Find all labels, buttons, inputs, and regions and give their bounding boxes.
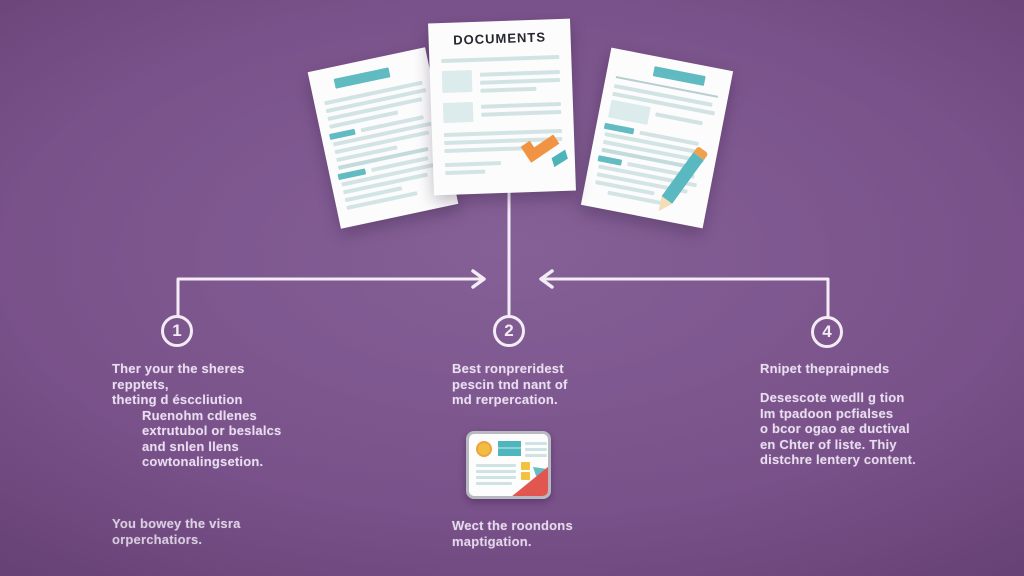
text-line: cowtonalingsetion. (142, 454, 264, 469)
step-circle-2: 2 (493, 315, 525, 347)
step-circle-4: 4 (811, 316, 843, 348)
doc-left-header-bar (333, 67, 391, 89)
thumbnail-teal-block (498, 441, 521, 456)
text-line: pescin tnd nant of (452, 376, 568, 392)
text-line: o bcor ogao ae ductival (760, 421, 910, 436)
text-line: en Chter of liste. Thiy (760, 436, 897, 452)
step-2-footer: Wect the roondons maptigation. (452, 518, 573, 549)
text-line: Desescote wedll g tion (760, 390, 905, 405)
text-line: maptigation. (452, 533, 532, 549)
text-line: distchre lentery content. (760, 452, 916, 467)
text-line: repptets, (112, 376, 169, 392)
text-line: theting d ésccliution (112, 392, 243, 407)
text-line: Ther your the sheres (112, 361, 245, 376)
step-circle-1: 1 (161, 315, 193, 347)
right-elbow-line (541, 277, 830, 318)
step-1-number: 1 (172, 321, 182, 340)
left-arrowhead (539, 269, 554, 289)
text-line: extrutubol or beslalcs (142, 423, 282, 438)
step-4-paragraph: Desescote wedll g tion Im tpadoon pcfial… (760, 390, 916, 468)
text-line: md rerpercation. (452, 392, 558, 407)
thumbnail-teal-flag (533, 467, 545, 478)
doc-right-header-bar (652, 66, 706, 86)
text-line: You bowey the visra (112, 516, 241, 531)
step-4-heading: Rnipet thepraipneds (760, 361, 890, 376)
thumbnail-sun-circle (476, 441, 492, 457)
text-line: and snlen llens (142, 438, 239, 454)
step-1-paragraph: Ther your the sheres repptets, theting d… (112, 361, 282, 470)
step-4-number: 4 (822, 322, 832, 341)
step-2-paragraph: Best ronpreridest pescin tnd nant of md … (452, 361, 568, 408)
checkmark-icon (510, 127, 575, 183)
text-line: Best ronpreridest (452, 361, 564, 376)
right-arrowhead (471, 269, 486, 289)
image-thumbnail-icon (466, 431, 551, 499)
step-2-number: 2 (504, 321, 514, 340)
checkmark-teal-accent (551, 149, 568, 168)
text-line: Ruenohm cdlenes (142, 407, 257, 423)
text-line: orperchatiors. (112, 531, 203, 547)
text-line: Wect the roondons (452, 518, 573, 533)
step-1-footer: You bowey the visra orperchatiors. (112, 516, 241, 547)
documents-title: DOCUMENTS (452, 29, 547, 48)
thumbnail-yellow-square (521, 462, 530, 470)
text-line: Im tpadoon pcfialses (760, 405, 894, 421)
thumbnail-yellow-square (521, 472, 530, 480)
left-elbow-line (176, 277, 484, 317)
